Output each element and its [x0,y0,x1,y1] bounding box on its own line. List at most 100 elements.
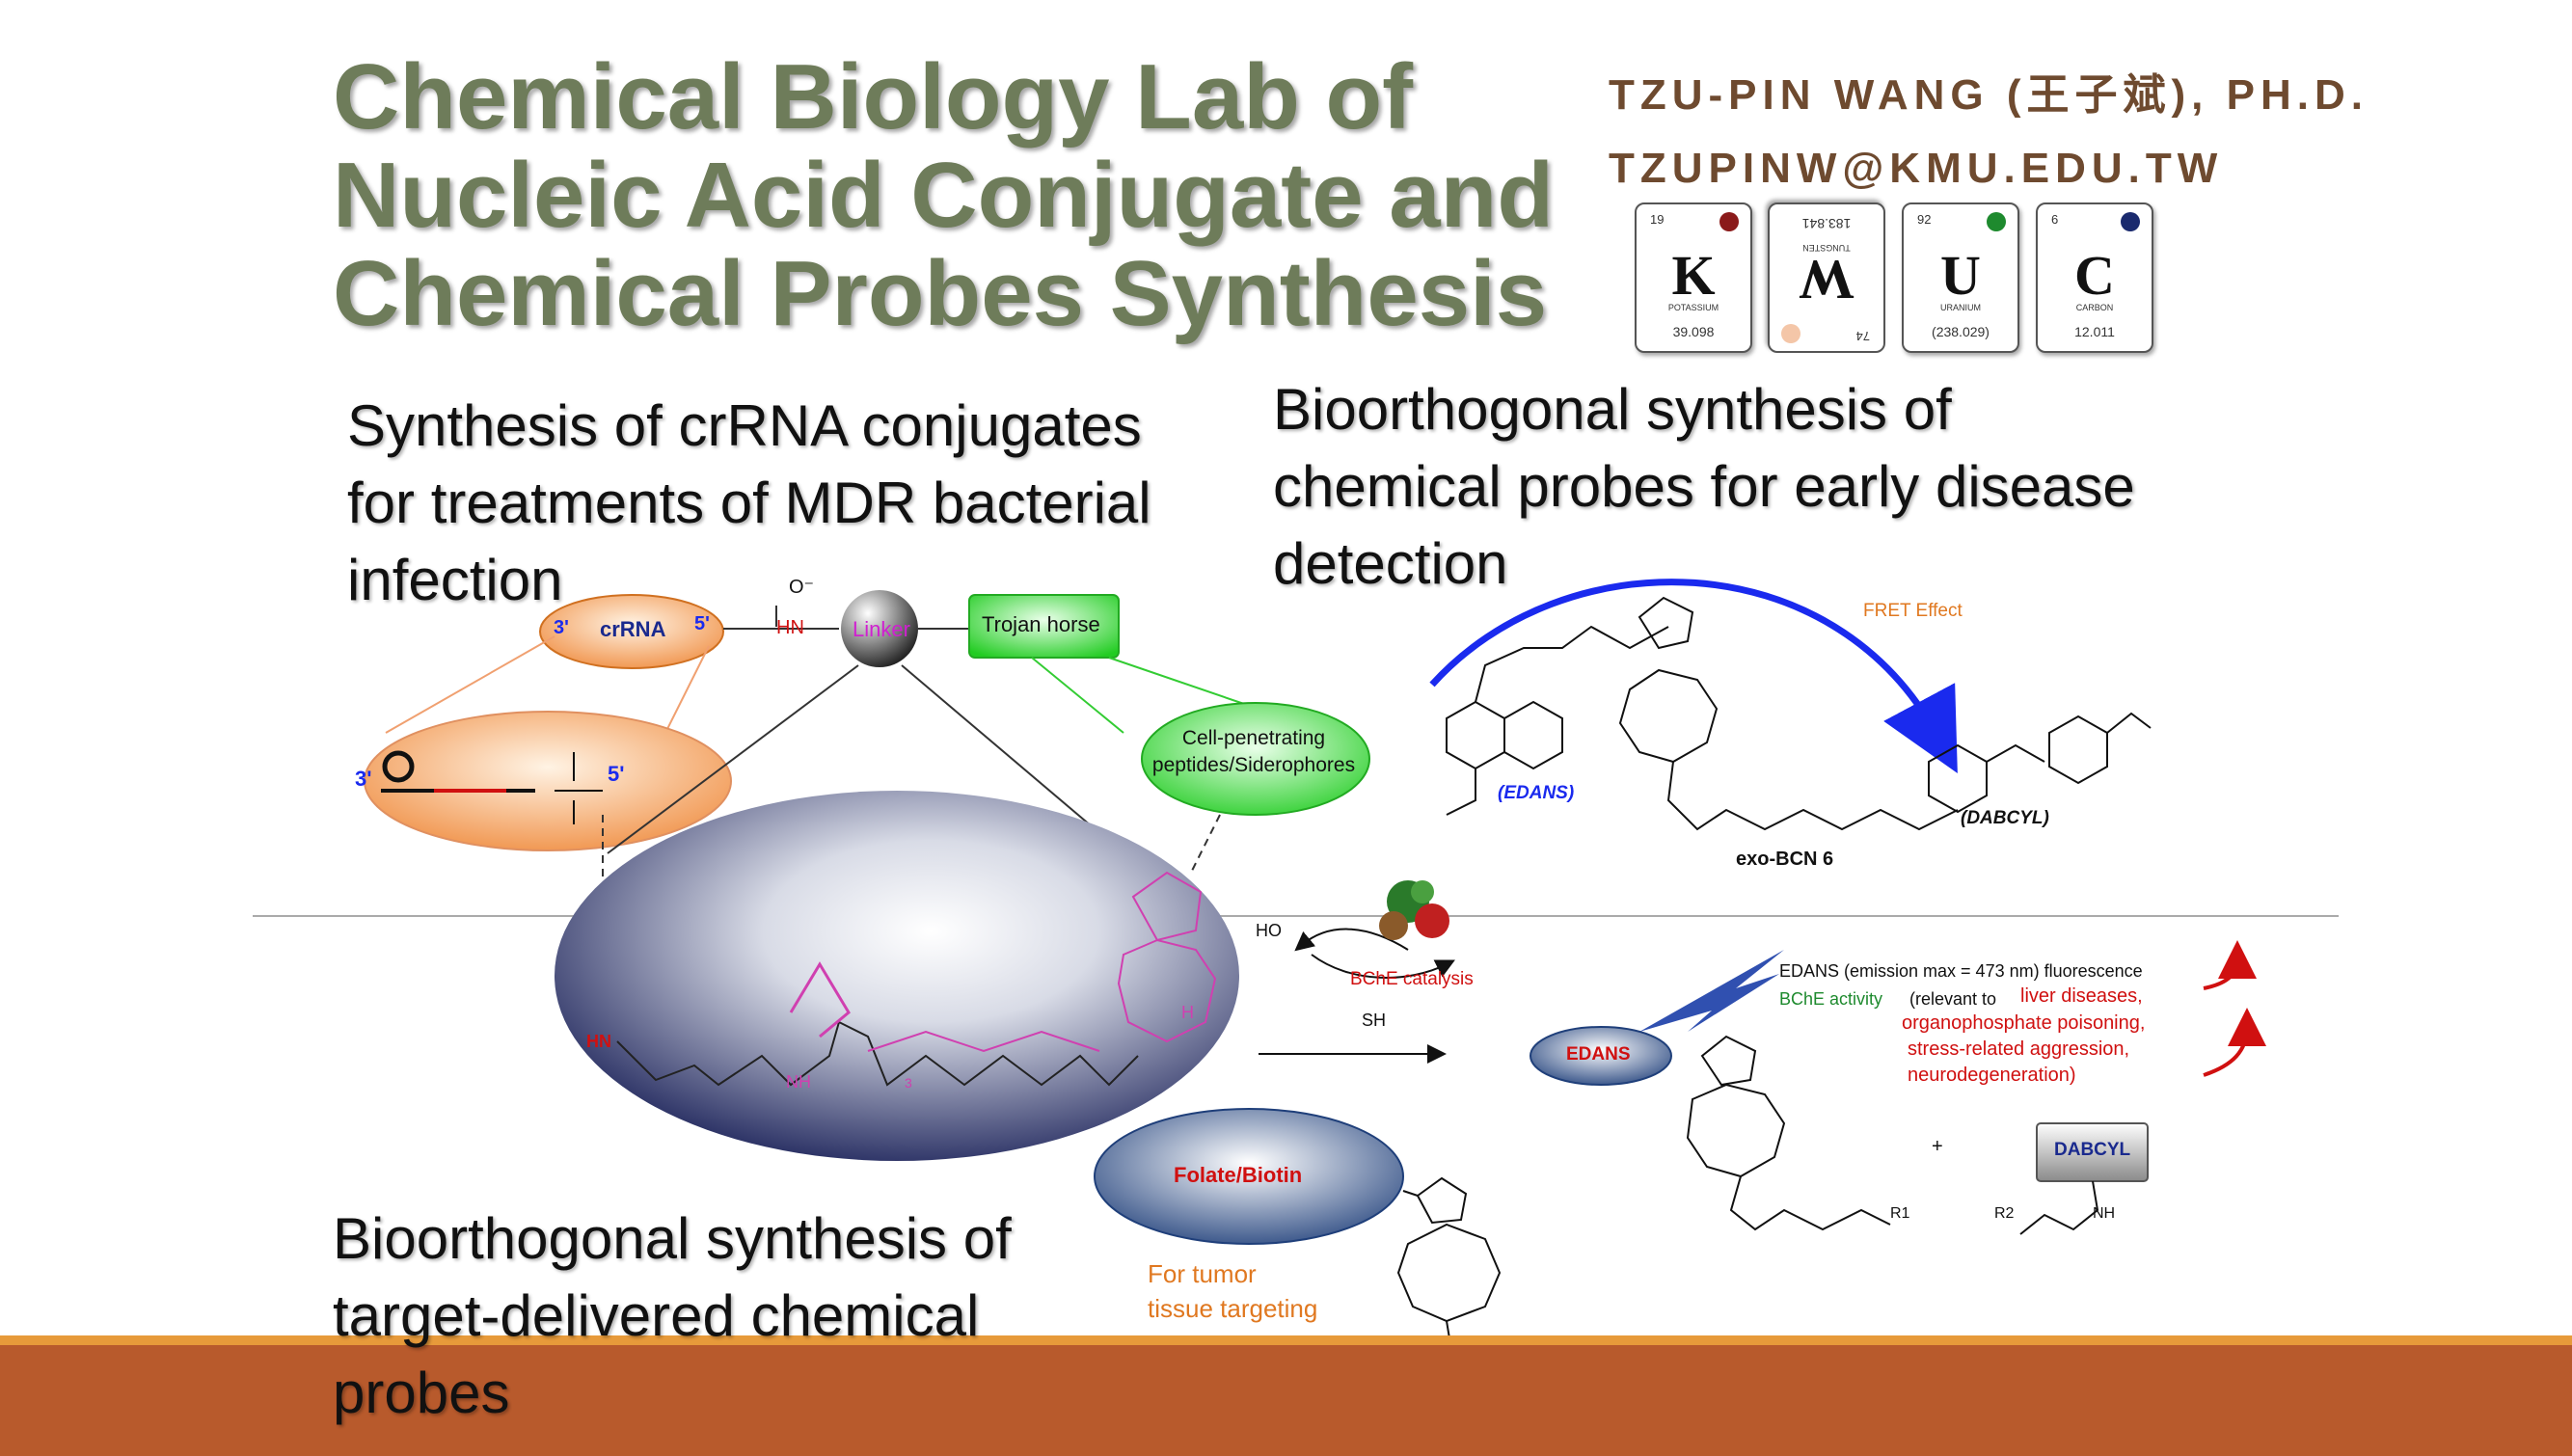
element-weight: (238.029) [1932,324,1990,339]
element-weight: 12.011 [2074,324,2115,339]
hn-label: HN [776,617,804,638]
r2-label: R2 [1994,1205,2015,1222]
heading-line: Synthesis of crRNA conjugates [347,393,1142,458]
crrna-section-heading: Synthesis of crRNA conjugates for treatm… [347,388,1151,619]
cell-penetrating-pill [1141,702,1370,816]
element-symbol: K [1671,244,1716,307]
ellipse-nh: NH [786,1072,811,1092]
folate-biotin-pill [1094,1108,1404,1245]
crrna-pill [539,594,724,669]
trojan-horse-label: Trojan horse [982,612,1100,636]
atomic-number: 92 [1917,212,1932,227]
catalysis-arrow-2 [1311,954,1455,979]
zoom-line [607,664,859,854]
conjugate-chain-pink [789,961,851,1038]
crrna-three-prime: 3' [554,617,569,638]
exo-bcn-label: exo-BCN 6 [1736,849,1834,870]
conjugate-ellipse [555,791,1239,1161]
heading-line: for treatments of MDR bacterial [347,471,1151,535]
emission-lightning [1639,950,1784,1032]
edans-pill-label: EDANS [1566,1044,1631,1065]
dabcyl-chain [2019,1180,2099,1235]
author-email[interactable]: TZUPINW@KMU.EDU.TW [1609,145,2224,192]
bche-activity-label: BChE activity [1779,989,1883,1009]
bche-enzyme-icon [1379,880,1449,940]
r1-label: R1 [1890,1205,1910,1222]
ho-label: HO [1256,921,1282,940]
ellipse-hn: HN [586,1032,611,1051]
heading-line: detection [1273,531,1508,596]
title-line-1: Chemical Biology Lab of [333,45,1414,148]
zoom-line [1108,657,1245,705]
product-molecule-skeleton [1686,1035,1891,1231]
element-tile-u: 92 U URANIUM (238.029) [1902,202,2019,353]
element-dot [2121,212,2140,231]
cyclooctyne-ring [1117,938,1217,1043]
linker-label: Linker [853,617,910,641]
element-dot [1987,212,2006,231]
element-tile-c: 6 C CARBON 12.011 [2036,202,2153,353]
element-dot [1719,212,1739,231]
target-section-heading: Bioorthogonal synthesis of target-delive… [333,1200,1012,1432]
folate-biotin-label: Folate/Biotin [1174,1163,1303,1187]
ribose-loop [382,750,415,783]
element-name: POTASSIUM [1667,303,1719,312]
trojan-horse-box [968,594,1120,659]
linker-ball [841,590,918,667]
element-name: CARBON [2075,303,2114,312]
tumor-targeting-line-1: For tumor [1148,1259,1257,1288]
crrna-five-prime: 5' [694,613,710,634]
footer-bar [0,1335,2572,1456]
probe-molecule-skeleton [1446,596,2152,831]
zoom-line [385,635,555,734]
catalysis-arrow [1294,928,1409,952]
probes-section-heading: Bioorthogonal synthesis of chemical prob… [1273,371,2135,603]
stress-label: stress-related aggression, [1908,1038,2130,1060]
bche-catalysis-label: BChE catalysis [1350,969,1474,989]
zoom-line [1031,657,1124,734]
edans-pill [1530,1026,1672,1086]
title-line-2: Nucleic Acid Conjugate and [333,144,1554,247]
sh-label: SH [1362,1011,1387,1030]
neuro-label: neurodegeneration) [1908,1065,2076,1086]
zoom-five-prime: 5' [608,762,625,786]
element-name: URANIUM [1940,303,1981,312]
dabcyl-box-label: DABCYL [2054,1140,2131,1160]
conjugate-chain [616,1020,1139,1087]
relevant-label: (relevant to [1909,989,1997,1009]
triazole-ring [1131,871,1203,942]
edans-label: (EDANS) [1498,783,1575,803]
cell-penetrating-label: Cell-penetrating peptides/Siderophores [1151,727,1356,776]
element-symbol: U [1940,244,1981,307]
author-name: TZU-PIN WANG (王子斌), PH.D. [1609,71,2369,119]
element-tile-k: 19 K POTASSIUM 39.098 [1635,202,1752,353]
heading-line: chemical probes for early disease [1273,454,2135,519]
kmuc-element-tiles: 19 K POTASSIUM 39.098 74 W TUNGSTEN 183.… [1635,202,2165,357]
atomic-number: 6 [2051,212,2059,227]
title-line-3: Chemical Probes Synthesis [333,242,1548,345]
fret-effect-label: FRET Effect [1863,601,1963,621]
atomic-number: 19 [1650,212,1665,227]
page-title: Chemical Biology Lab of Nucleic Acid Con… [333,48,1606,343]
crrna-label: crRNA [600,617,666,641]
dabcyl-label: (DABCYL) [1961,808,2049,828]
nh-label: NH [2093,1205,2116,1222]
organo-label: organophosphate poisoning, [1902,1012,2146,1034]
phosphate-o-minus: O⁻ [789,577,815,598]
crrna-zoom-pill [364,711,732,851]
heading-line: Bioorthogonal synthesis of [333,1206,1012,1271]
heading-line: target-delivered chemical [333,1283,980,1348]
tumor-targeting-line-2: tissue targeting [1148,1294,1318,1323]
conjugate-chain-pink-2 [867,1030,1100,1053]
dabcyl-box [2036,1122,2149,1182]
fret-arrow [1429,579,1958,773]
emission-line: EDANS (emission max = 473 nm) fluorescen… [1779,961,2143,981]
ellipse-h: H [1181,1003,1194,1022]
plus-sign: + [1932,1136,1943,1157]
increase-arrow-1 [2203,940,2257,990]
element-symbol: C [2074,244,2115,307]
element-weight: 39.098 [1672,324,1715,339]
heading-line: probes [333,1361,510,1425]
increase-arrow-2 [2203,1008,2266,1077]
